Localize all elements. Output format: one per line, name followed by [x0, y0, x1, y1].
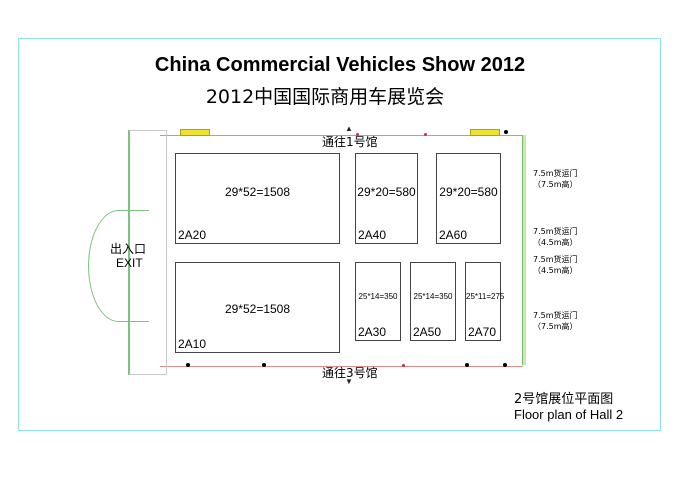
hall-outline	[160, 135, 523, 367]
bottom-passage-label: 通往3号馆	[322, 366, 378, 380]
exit-curve	[88, 210, 149, 322]
booth-dimensions: 29*52=1508	[224, 185, 291, 199]
booth-dimensions: 25*14=350	[358, 292, 398, 301]
yellow-marker-east	[470, 129, 500, 136]
booth-2A40[interactable]: 29*20=580 2A40	[355, 153, 418, 244]
column-dot	[262, 363, 266, 367]
door-height: （7.5m高）	[533, 180, 578, 189]
booth-dimensions: 25*14=350	[413, 292, 453, 301]
hall-east-wall	[522, 135, 526, 365]
door-height: （7.5m高）	[533, 322, 578, 331]
caption-chinese: 2号馆展位平面图	[514, 392, 614, 407]
top-passage-label: 通往1号馆	[322, 135, 378, 149]
door-height: （4.5m高）	[533, 266, 578, 275]
page-frame	[18, 38, 661, 431]
wall-marker-dot	[402, 364, 405, 367]
booth-dimensions: 25*11=275	[466, 292, 505, 301]
wall-marker-dot	[424, 133, 427, 136]
exit-label-en: EXIT	[116, 256, 143, 270]
door-name: 7.5m货运门	[533, 169, 578, 178]
booth-id: 2A40	[358, 228, 387, 242]
exit-label-cn: 出入口	[110, 242, 147, 256]
yellow-marker-west	[180, 129, 210, 136]
door-name: 7.5m货运门	[533, 227, 578, 236]
booth-id: 2A10	[178, 337, 207, 351]
booth-2A10[interactable]: 29*52=1508 2A10	[175, 262, 340, 353]
booth-2A20[interactable]: 29*52=1508 2A20	[175, 153, 340, 244]
column-dot	[504, 130, 508, 134]
down-arrow-icon: ▼	[345, 377, 353, 386]
column-dot	[465, 363, 469, 367]
booth-2A70[interactable]: 25*11=275 2A70	[465, 262, 505, 341]
booth-id: 2A50	[413, 325, 442, 339]
booth-2A30[interactable]: 25*14=350 2A30	[355, 262, 401, 341]
booth-dimensions: 29*20=580	[439, 185, 498, 199]
booth-dimensions: 29*52=1508	[224, 302, 291, 316]
caption-english: Floor plan of Hall 2	[514, 407, 624, 422]
cargo-door-3: 7.5m货运门 （4.5m高）	[533, 254, 578, 276]
booth-2A60[interactable]: 29*20=580 2A60	[436, 153, 501, 244]
cargo-door-4: 7.5m货运门 （7.5m高）	[533, 310, 578, 332]
title-english: China Commercial Vehicles Show 2012	[154, 54, 526, 76]
booth-dimensions: 29*20=580	[357, 185, 416, 199]
title-chinese: 2012中国国际商用车展览会	[205, 86, 445, 108]
door-height: （4.5m高）	[533, 238, 578, 247]
door-name: 7.5m货运门	[533, 311, 578, 320]
booth-id: 2A60	[439, 228, 468, 242]
wall-marker-dot	[356, 133, 359, 136]
cargo-door-1: 7.5m货运门 （7.5m高）	[533, 168, 578, 190]
booth-2A50[interactable]: 25*14=350 2A50	[410, 262, 456, 341]
booth-id: 2A20	[178, 228, 207, 242]
column-dot	[186, 363, 190, 367]
booth-id: 2A70	[468, 325, 497, 339]
booth-id: 2A30	[358, 325, 387, 339]
column-dot	[503, 363, 507, 367]
up-arrow-icon: ▲	[345, 124, 353, 133]
cargo-door-2: 7.5m货运门 （4.5m高）	[533, 226, 578, 248]
door-name: 7.5m货运门	[533, 255, 578, 264]
